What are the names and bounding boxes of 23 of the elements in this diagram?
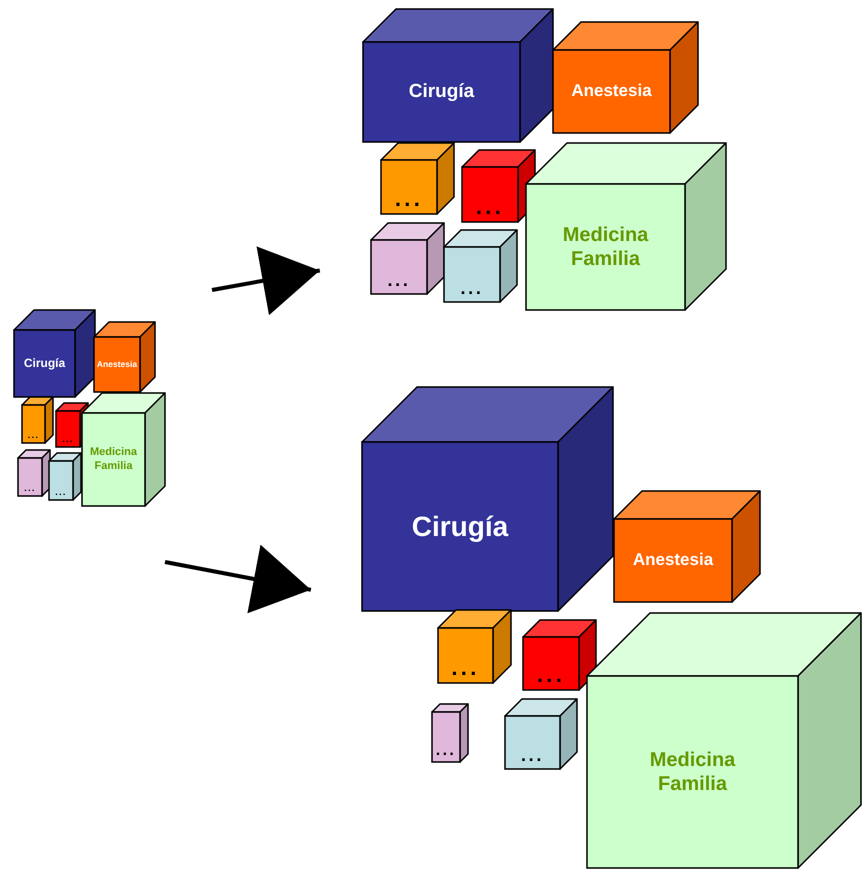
cube-label: Cirugía: [408, 80, 474, 104]
cube-label: ...: [536, 662, 566, 688]
cube-label: Anestesia: [571, 81, 652, 102]
cube-label: Anestesia: [632, 550, 714, 571]
cube-label: ...: [28, 430, 40, 441]
cube-label: Cirugía: [24, 356, 66, 371]
cube-label: Cirugía: [412, 510, 508, 544]
cube-label: Medicina Familia: [562, 223, 650, 271]
cube-label: ...: [460, 278, 484, 300]
cube-label: ...: [24, 483, 36, 494]
cube-label: Medicina Familia: [88, 446, 138, 473]
cube-label: ...: [436, 740, 456, 760]
cube-label: Anestesia: [96, 359, 138, 370]
cube-label: ...: [451, 654, 480, 681]
cube-label: ...: [520, 745, 544, 767]
block-arrow: [164, 544, 312, 614]
cube-label: Medicina Familia: [648, 748, 736, 796]
cube-label: ...: [55, 487, 67, 498]
cube-label: ...: [62, 434, 74, 445]
block-arrow: [212, 246, 320, 316]
cube-label: ...: [387, 270, 411, 292]
cube-label: ...: [476, 194, 504, 220]
cube-label: ...: [394, 186, 424, 212]
